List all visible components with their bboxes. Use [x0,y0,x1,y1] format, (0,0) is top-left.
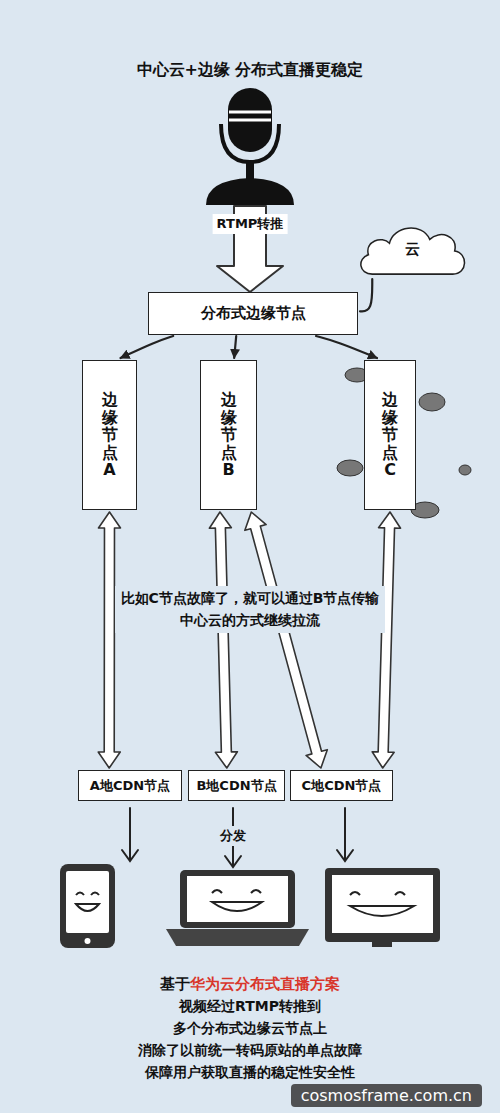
node-text: 云 [405,240,420,259]
diagram-title: 中心云+边缘 分布式直播更稳定 [0,60,500,81]
node-text: 边缘节点A [102,391,118,479]
connector-arrow [121,336,174,358]
connector-arrow [234,336,236,358]
double-arrow [98,512,120,768]
double-arrow [372,512,400,768]
node-text: 边缘节点B [221,391,237,479]
process-box: C地CDN节点 [290,770,393,801]
flow-label: 保障用户获取直播的稳定性安全性 [145,1064,355,1082]
edge-node-box: 边缘节点A [82,360,137,510]
monitor-icon [325,868,440,947]
node-text: C地CDN节点 [302,777,382,795]
flow-label: 多个分布式边缘云节点上 [173,1020,327,1038]
process-box: 分布式边缘节点 [148,292,358,335]
node-text: B地CDN节点 [196,777,276,795]
node-text: 分布式边缘节点 [201,304,306,323]
distribute-arrows [122,808,353,867]
flow-label: 视频经过RTMP转推到 [179,998,321,1016]
node-text: A地CDN节点 [90,777,170,795]
connector-arrow [360,279,372,311]
flow-label: RTMP转推 [213,214,288,234]
flow-label: 分发 [216,826,250,846]
double-arrow [209,512,237,768]
watermark: cosmosframe.com.cn [291,1084,482,1107]
double-arrow [245,512,327,768]
cloud-node: 云 [355,220,470,278]
caption-text: 华为云分布式直播方案 [190,975,340,993]
laptop-icon [166,870,309,946]
flow-label: 消除了以前统一转码原站的单点故障 [138,1042,362,1060]
connector-arrow [316,336,377,358]
caption-row: 基于华为云分布式直播方案 [0,974,500,994]
microphone-icon [206,88,294,205]
tablet-icon [60,864,115,948]
node-text: 边缘节点C [382,391,398,479]
caption-text: 基于 [160,975,190,993]
edge-node-box: 边缘节点C [364,360,416,510]
process-box: B地CDN节点 [188,770,285,801]
edge-node-box: 边缘节点B [200,360,257,510]
process-box: A地CDN节点 [78,770,182,801]
callout-note: 比如C节点故障了，就可以通过B节点传输中心云的方式继续拉流 [115,586,385,633]
